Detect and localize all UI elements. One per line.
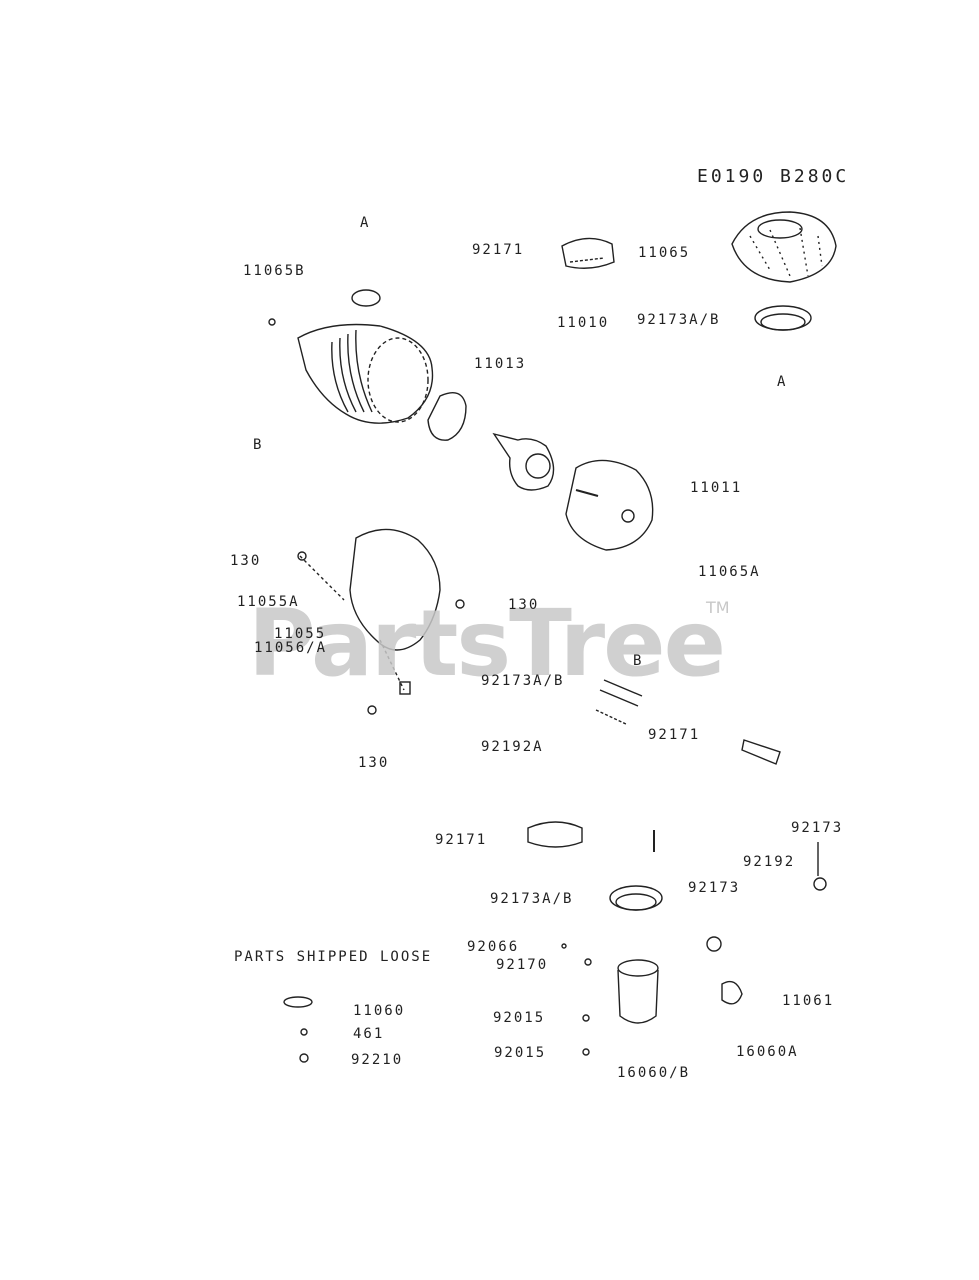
part-label: 130 <box>230 553 262 569</box>
part-label: 461 <box>353 1026 385 1042</box>
part-label: 11061 <box>782 993 835 1009</box>
air-cleaner-cover <box>731 211 837 283</box>
hose-clamp-top <box>561 237 615 269</box>
air-cleaner-body <box>565 459 654 551</box>
part-label: 92192 <box>743 854 796 870</box>
filter-element <box>427 392 467 441</box>
callout-b: B <box>633 653 644 669</box>
cup-16060 <box>617 959 659 1024</box>
part-label: 92173A/B <box>637 312 721 328</box>
parts-shipped-loose-title: PARTS SHIPPED LOOSE <box>234 949 433 965</box>
part-label: 11065B <box>243 263 306 279</box>
part-label: 11010 <box>557 315 610 331</box>
part-label: 92171 <box>648 727 701 743</box>
part-label: 92015 <box>494 1045 547 1061</box>
part-label: 92171 <box>472 242 525 258</box>
part-label: 130 <box>508 597 540 613</box>
part-label: 16060A <box>736 1044 799 1060</box>
part-label: 92173A/B <box>481 673 565 689</box>
part-label: 92173A/B <box>490 891 574 907</box>
part-label: 11013 <box>474 356 527 372</box>
part-label: 11055A <box>237 594 300 610</box>
part-label: 92066 <box>467 939 520 955</box>
part-label: 11055 <box>274 626 327 642</box>
part-11061 <box>721 980 743 1005</box>
callout-b: B <box>253 437 264 453</box>
part-11060 <box>283 996 313 1008</box>
part-label: 92173 <box>791 820 844 836</box>
part-label: 11065A <box>698 564 761 580</box>
part-label: 11011 <box>690 480 743 496</box>
band-clamp-right <box>754 305 812 331</box>
intake-duct <box>297 528 465 715</box>
hose-clamp-lower <box>527 821 583 848</box>
band-clamp-lower <box>609 885 663 911</box>
part-461 <box>300 1028 308 1036</box>
part-92210 <box>299 1053 309 1063</box>
part-label: 92210 <box>351 1052 404 1068</box>
part-label: 92170 <box>496 957 549 973</box>
part-label: 92192A <box>481 739 544 755</box>
part-label: 11065 <box>638 245 691 261</box>
watermark-trademark: TM <box>706 598 730 617</box>
part-label: 92173 <box>688 880 741 896</box>
part-label: 16060/B <box>617 1065 691 1081</box>
part-label: 11060 <box>353 1003 406 1019</box>
callout-a: A <box>360 215 371 231</box>
part-label: 130 <box>358 755 390 771</box>
hose-clamp-right <box>741 739 781 765</box>
part-label: 92015 <box>493 1010 546 1026</box>
air-cleaner-housing <box>297 289 434 424</box>
breather-hose <box>595 679 643 725</box>
part-label: 92171 <box>435 832 488 848</box>
diagram-code: E0190 B280C <box>697 166 850 187</box>
inner-filter <box>492 432 555 491</box>
nut-92173 <box>813 842 827 891</box>
part-label: 11056/A <box>254 640 328 656</box>
callout-a: A <box>777 374 788 390</box>
grommet <box>706 936 722 952</box>
watermark: PartsTree <box>248 590 726 697</box>
